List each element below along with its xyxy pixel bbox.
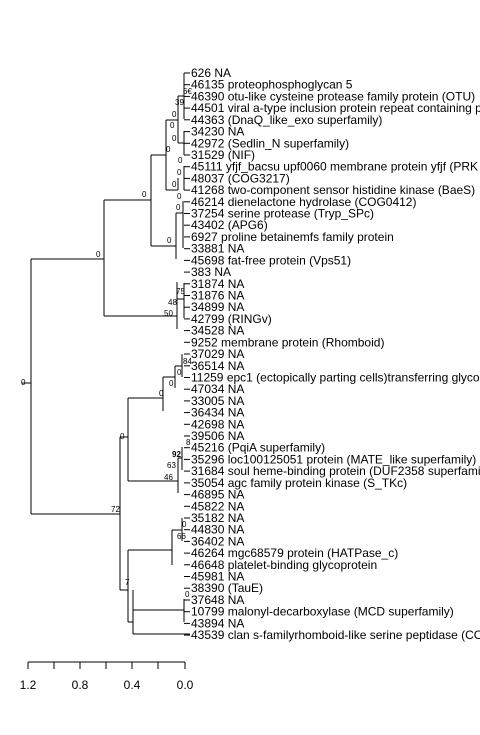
leaf-label: 33005 NA [191,394,244,408]
leaf-label: 43402 (APG6) [191,218,268,232]
leaf-label: 43894 NA [191,616,244,630]
scale-axis: 1.2 0.8 0.4 0.0 [20,661,194,692]
leaf-label: 47034 NA [191,382,244,396]
leaf-label: 44363 (DnaQ_like_exo superfamily) [191,113,382,127]
leaf-label: 34528 NA [191,324,244,338]
leaf-label: 46648 platelet-binding glycoprotein [191,558,377,572]
leaf-label: 34899 NA [191,300,244,314]
leaf-label: 45981 NA [191,570,244,584]
leaf-label: 34230 NA [191,125,244,139]
leaf-label: 6927 proline betainemfs family protein [191,230,394,244]
leaf-label: 37029 NA [191,347,244,361]
support-value: 72 [111,505,120,514]
leaf-label: 45698 fat-free protein (Vps51) [191,253,351,267]
support-value: 0 [182,520,187,529]
support-value: 66 [177,532,186,541]
axis-tick-label: 0.8 [72,678,89,692]
support-value: 0 [166,145,171,154]
leaf-label: 33881 NA [191,242,244,256]
support-value: 0 [159,389,164,398]
leaf-label: 35054 agc family protein kinase (S_TKc) [191,476,407,490]
support-value: 0 [170,121,175,130]
support-value: 0 [172,110,177,119]
leaf-label: 31684 soul heme-binding protein (DUF2358… [191,464,480,478]
leaf-label: 39506 NA [191,429,244,443]
leaf-label: 46264 mgc68579 protein (HATPase_c) [191,546,398,560]
leaf-label: 35296 loc100125051 protein (MATE_like su… [191,452,476,466]
leaf-label: 36402 NA [191,534,244,548]
support-value: 8 [186,438,191,447]
support-value: 48 [168,298,177,307]
leaf-label: 36514 NA [191,359,244,373]
leaf-label: 37254 serine protease (Tryp_SPc) [191,207,374,221]
leaf-label: 41268 two-component sensor histidine kin… [191,183,475,197]
leaf-label: 43539 clan s-familyrhomboid-like serine … [191,628,480,642]
support-value: 0 [177,168,182,177]
support-value: 92 [172,450,181,459]
leaf-label: 38390 (TauE) [191,581,263,595]
support-value: 39 [175,98,184,107]
leaf-label: 36434 NA [191,406,244,420]
leaf-label: 42698 NA [191,417,244,431]
leaf-label: 626 NA [191,66,231,80]
leaf-label: 31874 NA [191,277,244,291]
axis-tick-label: 1.2 [20,678,37,692]
leaf-label: 42799 (RINGv) [191,312,272,326]
support-value: 0 [172,180,177,189]
support-value: 0 [167,236,172,245]
leaf-label: 45822 NA [191,499,244,513]
leaf-label: 46390 otu-like cysteine protease family … [191,89,475,103]
support-value: 0 [176,203,181,212]
leaf-label: 10799 malonyl-decarboxylase (MCD superfa… [191,605,454,619]
support-value: 46 [164,473,173,482]
leaf-label: 37648 NA [191,593,244,607]
support-values: 0 0 0 0 0 0 0 0 0 0 0 6€ 39 0 0 0 75 48 … [21,87,192,599]
leaf-label: 383 NA [191,265,231,279]
leaf-label: 46895 NA [191,488,244,502]
leaf-label: 42972 (Sedlin_N superfamily) [191,136,349,150]
leaf-label: 44501 viral a-type inclusion protein rep… [191,101,480,115]
support-value: 0 [172,134,177,143]
support-value: 63 [167,461,176,470]
support-value: 75 [176,287,185,296]
leaf-label: 46135 proteophosphoglycan 5 [191,78,353,92]
tree-branches [22,73,190,635]
leaf-label: 11259 epc1 (ectopically parting cells)tr… [191,371,480,385]
leaf-label: 31529 (NIF) [191,148,255,162]
leaf-label: 9252 membrane protein (Rhomboid) [191,335,384,349]
support-value: 84 [183,357,192,366]
leaf-label: 46214 dienelactone hydrolase (COG0412) [191,195,416,209]
support-value: 0 [142,190,147,199]
support-value: 0 [169,379,174,388]
support-value: 0 [185,590,190,599]
support-value: 7 [125,578,130,587]
support-value: 6€ [183,87,192,96]
axis-tick-label: 0.4 [124,678,141,692]
leaf-label: 48037 (COG3217) [191,171,290,185]
axis-tick-label: 0.0 [177,678,194,692]
leaf-label: 31876 NA [191,289,244,303]
support-value: 0 [177,368,182,377]
leaf-label: 44830 NA [191,523,244,537]
support-value: 0 [177,192,182,201]
support-value: 0 [120,432,125,441]
support-value: 0 [21,378,26,387]
support-value: 50 [164,309,173,318]
leaf-label: 35182 NA [191,511,244,525]
leaf-label: 45111 yfjf_bacsu upf0060 membrane protei… [191,160,478,174]
leaf-label: 45216 (PqiA superfamily) [191,441,325,455]
support-value: 0 [96,250,101,259]
support-value: 0 [178,156,183,165]
